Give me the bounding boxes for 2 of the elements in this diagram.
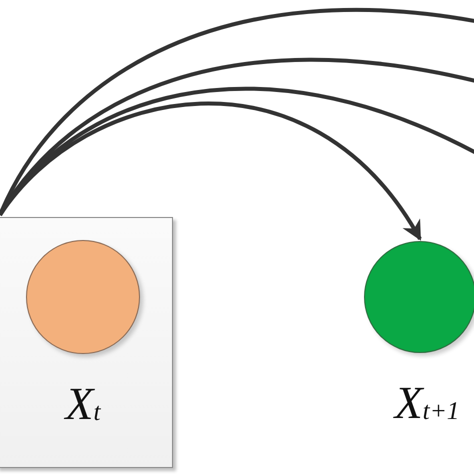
curved-arrow <box>0 102 422 241</box>
plate-box <box>0 217 173 468</box>
